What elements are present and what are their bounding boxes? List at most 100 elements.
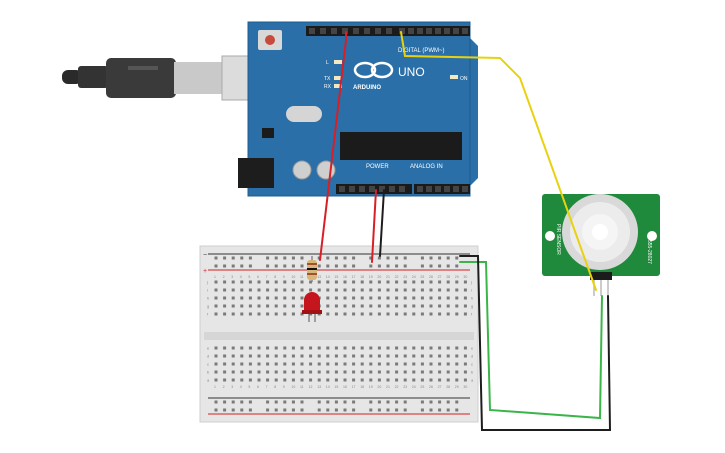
terminal-hole[interactable] bbox=[274, 280, 278, 284]
terminal-hole[interactable] bbox=[446, 288, 450, 292]
terminal-hole[interactable] bbox=[386, 288, 390, 292]
rail-hole[interactable] bbox=[446, 408, 450, 412]
terminal-hole[interactable] bbox=[395, 288, 399, 292]
digital-header-right[interactable] bbox=[396, 26, 470, 36]
terminal-hole[interactable] bbox=[352, 280, 356, 284]
terminal-hole[interactable] bbox=[360, 362, 364, 366]
rail-hole[interactable] bbox=[283, 408, 287, 412]
terminal-hole[interactable] bbox=[455, 378, 459, 382]
resistor[interactable] bbox=[307, 256, 317, 282]
rail-hole[interactable] bbox=[248, 264, 252, 268]
terminal-hole[interactable] bbox=[291, 312, 295, 316]
terminal-hole[interactable] bbox=[377, 288, 381, 292]
terminal-hole[interactable] bbox=[334, 354, 338, 358]
terminal-hole[interactable] bbox=[420, 288, 424, 292]
terminal-hole[interactable] bbox=[291, 362, 295, 366]
terminal-hole[interactable] bbox=[231, 312, 235, 316]
rail-hole[interactable] bbox=[317, 408, 321, 412]
rail-hole[interactable] bbox=[300, 400, 304, 404]
rail-hole[interactable] bbox=[395, 408, 399, 412]
terminal-hole[interactable] bbox=[257, 288, 261, 292]
rail-hole[interactable] bbox=[300, 264, 304, 268]
terminal-hole[interactable] bbox=[369, 362, 373, 366]
rail-hole[interactable] bbox=[446, 264, 450, 268]
terminal-hole[interactable] bbox=[352, 304, 356, 308]
terminal-hole[interactable] bbox=[223, 312, 227, 316]
terminal-hole[interactable] bbox=[231, 280, 235, 284]
rail-hole[interactable] bbox=[274, 408, 278, 412]
rail-hole[interactable] bbox=[274, 256, 278, 260]
terminal-hole[interactable] bbox=[446, 304, 450, 308]
rail-hole[interactable] bbox=[326, 264, 330, 268]
terminal-hole[interactable] bbox=[369, 370, 373, 374]
terminal-hole[interactable] bbox=[412, 296, 416, 300]
rail-hole[interactable] bbox=[283, 264, 287, 268]
terminal-hole[interactable] bbox=[274, 362, 278, 366]
terminal-hole[interactable] bbox=[214, 288, 218, 292]
terminal-hole[interactable] bbox=[429, 288, 433, 292]
terminal-hole[interactable] bbox=[463, 346, 467, 350]
rail-hole[interactable] bbox=[377, 408, 381, 412]
terminal-hole[interactable] bbox=[446, 296, 450, 300]
rail-hole[interactable] bbox=[429, 400, 433, 404]
terminal-hole[interactable] bbox=[343, 280, 347, 284]
terminal-hole[interactable] bbox=[438, 280, 442, 284]
terminal-hole[interactable] bbox=[283, 362, 287, 366]
rail-hole[interactable] bbox=[291, 400, 295, 404]
rail-hole[interactable] bbox=[403, 400, 407, 404]
rail-hole[interactable] bbox=[214, 408, 218, 412]
terminal-hole[interactable] bbox=[386, 296, 390, 300]
terminal-hole[interactable] bbox=[446, 370, 450, 374]
terminal-hole[interactable] bbox=[438, 346, 442, 350]
rail-hole[interactable] bbox=[223, 256, 227, 260]
terminal-hole[interactable] bbox=[420, 304, 424, 308]
rail-hole[interactable] bbox=[266, 408, 270, 412]
terminal-hole[interactable] bbox=[463, 354, 467, 358]
terminal-hole[interactable] bbox=[446, 346, 450, 350]
rail-hole[interactable] bbox=[223, 408, 227, 412]
rail-hole[interactable] bbox=[343, 256, 347, 260]
rail-hole[interactable] bbox=[300, 256, 304, 260]
terminal-hole[interactable] bbox=[283, 354, 287, 358]
terminal-hole[interactable] bbox=[283, 370, 287, 374]
terminal-hole[interactable] bbox=[386, 280, 390, 284]
terminal-hole[interactable] bbox=[455, 304, 459, 308]
terminal-hole[interactable] bbox=[360, 370, 364, 374]
terminal-hole[interactable] bbox=[283, 312, 287, 316]
terminal-hole[interactable] bbox=[463, 370, 467, 374]
terminal-hole[interactable] bbox=[223, 378, 227, 382]
terminal-hole[interactable] bbox=[412, 280, 416, 284]
terminal-hole[interactable] bbox=[257, 312, 261, 316]
terminal-hole[interactable] bbox=[274, 354, 278, 358]
terminal-hole[interactable] bbox=[266, 304, 270, 308]
terminal-hole[interactable] bbox=[352, 378, 356, 382]
arduino-uno-board[interactable]: DIGITAL (PWM~) UNO ARDUINO L TX RX ON PO… bbox=[238, 21, 478, 197]
terminal-hole[interactable] bbox=[360, 304, 364, 308]
terminal-hole[interactable] bbox=[214, 280, 218, 284]
terminal-hole[interactable] bbox=[248, 346, 252, 350]
terminal-hole[interactable] bbox=[463, 296, 467, 300]
rail-hole[interactable] bbox=[446, 400, 450, 404]
terminal-hole[interactable] bbox=[420, 378, 424, 382]
terminal-hole[interactable] bbox=[360, 280, 364, 284]
terminal-hole[interactable] bbox=[326, 280, 330, 284]
terminal-hole[interactable] bbox=[300, 362, 304, 366]
terminal-hole[interactable] bbox=[291, 370, 295, 374]
terminal-hole[interactable] bbox=[377, 304, 381, 308]
terminal-hole[interactable] bbox=[352, 370, 356, 374]
rail-hole[interactable] bbox=[248, 400, 252, 404]
terminal-hole[interactable] bbox=[309, 370, 313, 374]
power-jack[interactable] bbox=[238, 158, 274, 188]
terminal-hole[interactable] bbox=[240, 354, 244, 358]
rail-hole[interactable] bbox=[317, 256, 321, 260]
terminal-hole[interactable] bbox=[412, 370, 416, 374]
terminal-hole[interactable] bbox=[377, 280, 381, 284]
terminal-hole[interactable] bbox=[403, 312, 407, 316]
terminal-hole[interactable] bbox=[343, 354, 347, 358]
rail-hole[interactable] bbox=[231, 264, 235, 268]
terminal-hole[interactable] bbox=[231, 370, 235, 374]
terminal-hole[interactable] bbox=[291, 288, 295, 292]
terminal-hole[interactable] bbox=[231, 354, 235, 358]
terminal-hole[interactable] bbox=[274, 296, 278, 300]
terminal-hole[interactable] bbox=[214, 312, 218, 316]
